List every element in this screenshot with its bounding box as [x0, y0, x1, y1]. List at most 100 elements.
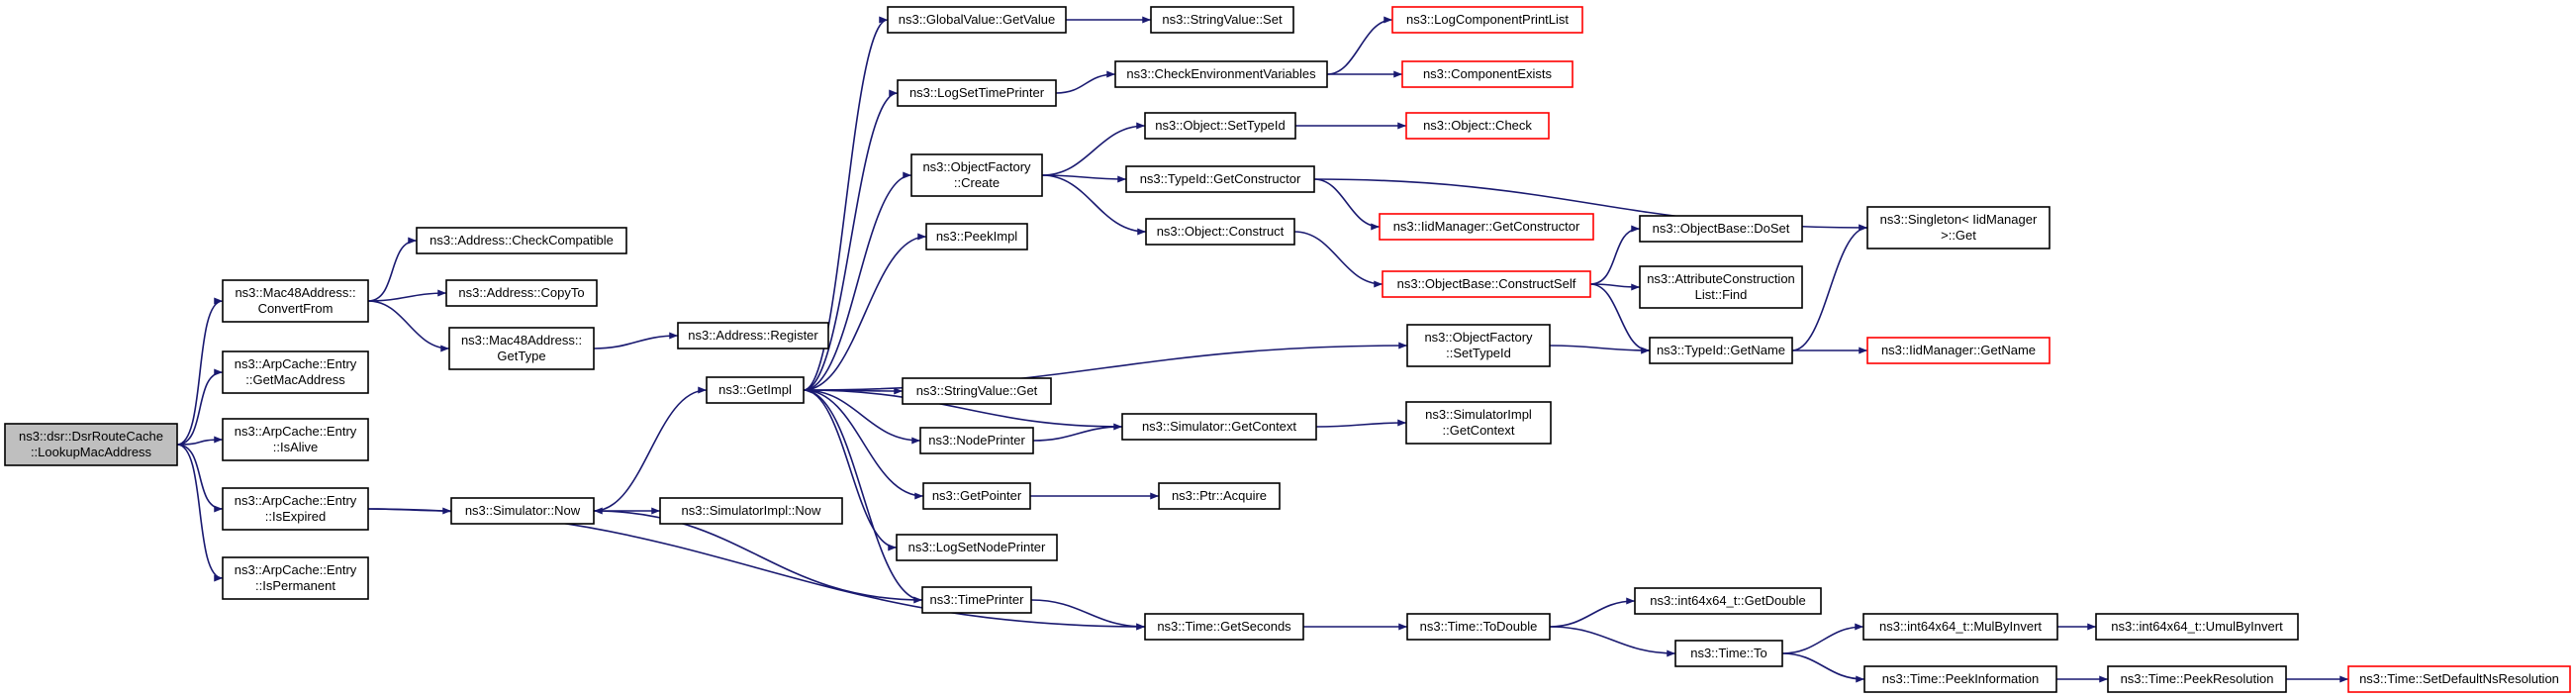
node-ofcreate[interactable]: ns3::ObjectFactory::Create	[910, 153, 1043, 197]
node-box	[1150, 6, 1294, 34]
node-label: ns3::Address::CheckCompatible	[429, 233, 614, 248]
node-tidgetname[interactable]: ns3::TypeId::GetName	[1649, 337, 1793, 364]
node-obdoset[interactable]: ns3::ObjectBase::DoSet	[1639, 215, 1803, 243]
edge-line	[1326, 16, 1393, 75]
node-label: ::SetTypeId	[1446, 346, 1511, 360]
node-lognode[interactable]: ns3::LogSetNodePrinter	[896, 534, 1058, 561]
node-simimplgetctx[interactable]: ns3::SimulatorImpl::GetContext	[1405, 401, 1552, 445]
node-mac48type[interactable]: ns3::Mac48Address::GetType	[448, 327, 595, 370]
node-objconstruct[interactable]: ns3::Object::Construct	[1145, 218, 1295, 246]
node-intgetdouble[interactable]: ns3::int64x64_t::GetDouble	[1634, 587, 1822, 615]
edge-root-to-mac48convert	[176, 297, 224, 446]
node-label: ns3::dsr::DsrRouteCache	[19, 429, 163, 444]
node-root[interactable]: ns3::dsr::DsrRouteCache::LookupMacAddres…	[4, 423, 178, 466]
node-label: ns3::LogComponentPrintList	[1406, 12, 1569, 27]
node-logtime[interactable]: ns3::LogSetTimePrinter	[897, 79, 1057, 107]
node-nodeprinter[interactable]: ns3::NodePrinter	[919, 427, 1034, 454]
node-intumulinv[interactable]: ns3::int64x64_t::UmulByInvert	[2095, 613, 2299, 641]
edge-line	[176, 444, 224, 582]
node-arpexpired[interactable]: ns3::ArpCache::Entry::IsExpired	[222, 487, 369, 531]
node-label: ns3::AttributeConstruction	[1647, 271, 1795, 286]
edge-line	[803, 389, 924, 500]
edge-line	[803, 389, 923, 604]
edge-line	[1781, 652, 1865, 683]
node-ptracquire[interactable]: ns3::Ptr::Acquire	[1158, 482, 1281, 510]
node-box	[1406, 613, 1551, 641]
edge-root-to-arpexpired	[176, 444, 224, 513]
node-checkenv[interactable]: ns3::CheckEnvironmentVariables	[1114, 60, 1328, 88]
node-box	[222, 418, 369, 461]
edge-ofsettid-to-tidgetname	[1549, 345, 1651, 354]
node-addrcopy[interactable]: ns3::Address::CopyTo	[445, 279, 598, 307]
node-timepeekres[interactable]: ns3::Time::PeekResolution	[2107, 665, 2287, 693]
node-svget[interactable]: ns3::StringValue::Get	[902, 377, 1052, 405]
node-label: ns3::TypeId::GetConstructor	[1140, 171, 1301, 186]
node-simimplnow[interactable]: ns3::SimulatorImpl::Now	[659, 497, 843, 525]
node-label: ns3::Time::ToDouble	[1420, 619, 1538, 634]
node-simgetctx[interactable]: ns3::Simulator::GetContext	[1121, 413, 1317, 441]
node-box	[1114, 60, 1328, 88]
node-label: List::Find	[1695, 287, 1748, 302]
node-intmulinv[interactable]: ns3::int64x64_t::MulByInvert	[1862, 613, 2058, 641]
node-timesetdef[interactable]: ns3::Time::SetDefaultNsResolution	[2347, 665, 2571, 693]
node-timepeekinfo[interactable]: ns3::Time::PeekInformation	[1863, 665, 2057, 693]
edge-root-to-arpgetmac	[176, 368, 224, 446]
node-addrcheck[interactable]: ns3::Address::CheckCompatible	[416, 227, 627, 254]
node-objsettid[interactable]: ns3::Object::SetTypeId	[1144, 112, 1296, 140]
node-box	[910, 153, 1043, 197]
edge-mac48type-to-addrreg	[593, 332, 679, 349]
edge-simgetctx-to-getimpl	[803, 386, 1123, 428]
edge-line	[1781, 623, 1864, 654]
edge-line	[176, 444, 224, 513]
node-box	[706, 376, 805, 404]
node-getimpl[interactable]: ns3::GetImpl	[706, 376, 805, 404]
node-tidgetctor[interactable]: ns3::TypeId::GetConstructor	[1125, 165, 1315, 193]
node-label: ns3::ObjectFactory	[922, 159, 1031, 174]
node-singleton[interactable]: ns3::Singleton< IidManager >::Get	[1866, 206, 2051, 249]
node-box	[1405, 401, 1552, 445]
node-obconstructself[interactable]: ns3::ObjectBase::ConstructSelf	[1382, 270, 1591, 298]
node-label: ns3::IidManager::GetName	[1881, 343, 2036, 357]
node-compexists[interactable]: ns3::ComponentExists	[1401, 60, 1574, 88]
node-timegetsec[interactable]: ns3::Time::GetSeconds	[1144, 613, 1304, 641]
edge-line	[1315, 419, 1407, 428]
edge-obconstructself-to-obdoset	[1589, 225, 1641, 285]
node-iidgetname[interactable]: ns3::IidManager::GetName	[1866, 337, 2051, 364]
node-arpgetmac[interactable]: ns3::ArpCache::Entry::GetMacAddress	[222, 350, 369, 394]
node-label: ns3::CheckEnvironmentVariables	[1126, 66, 1316, 81]
node-box	[1862, 613, 2058, 641]
node-label: ::IsAlive	[273, 440, 319, 454]
node-simnow[interactable]: ns3::Simulator::Now	[450, 497, 595, 525]
node-arpalive[interactable]: ns3::ArpCache::Entry::IsAlive	[222, 418, 369, 461]
node-label: ns3::LogSetNodePrinter	[908, 540, 1046, 554]
node-label: ns3::ObjectBase::DoSet	[1653, 221, 1790, 236]
edge-line	[367, 289, 447, 302]
node-peekimpl[interactable]: ns3::PeekImpl	[925, 223, 1028, 250]
edge-root-to-arpperm	[176, 444, 224, 582]
node-label: >::Get	[1941, 228, 1976, 243]
node-getpointer[interactable]: ns3::GetPointer	[922, 482, 1031, 510]
edge-line	[593, 507, 923, 601]
node-box	[677, 322, 829, 349]
edge-getimpl-to-gvget	[803, 16, 889, 391]
node-box	[2107, 665, 2287, 693]
edge-line	[803, 16, 889, 391]
node-timeprinter[interactable]: ns3::TimePrinter	[921, 586, 1032, 614]
node-mac48convert[interactable]: ns3::Mac48Address::ConvertFrom	[222, 279, 369, 323]
node-timetodouble[interactable]: ns3::Time::ToDouble	[1406, 613, 1551, 641]
node-gvget[interactable]: ns3::GlobalValue::GetValue	[887, 6, 1067, 34]
node-timeto[interactable]: ns3::Time::To	[1674, 640, 1783, 667]
node-ofsettid[interactable]: ns3::ObjectFactory::SetTypeId	[1406, 324, 1551, 367]
node-box	[1379, 213, 1594, 241]
node-logcomp[interactable]: ns3::LogComponentPrintList	[1391, 6, 1583, 34]
node-addrreg[interactable]: ns3::Address::Register	[677, 322, 829, 349]
node-box	[919, 427, 1034, 454]
edge-line	[1589, 283, 1641, 291]
node-objcheck[interactable]: ns3::Object::Check	[1405, 112, 1550, 140]
node-iidgetctor[interactable]: ns3::IidManager::GetConstructor	[1379, 213, 1594, 241]
node-label: ns3::Simulator::Now	[465, 503, 581, 518]
node-svset[interactable]: ns3::StringValue::Set	[1150, 6, 1294, 34]
edge-ofcreate-to-tidgetctor	[1041, 174, 1127, 183]
node-arpperm[interactable]: ns3::ArpCache::Entry::IsPermanent	[222, 556, 369, 600]
